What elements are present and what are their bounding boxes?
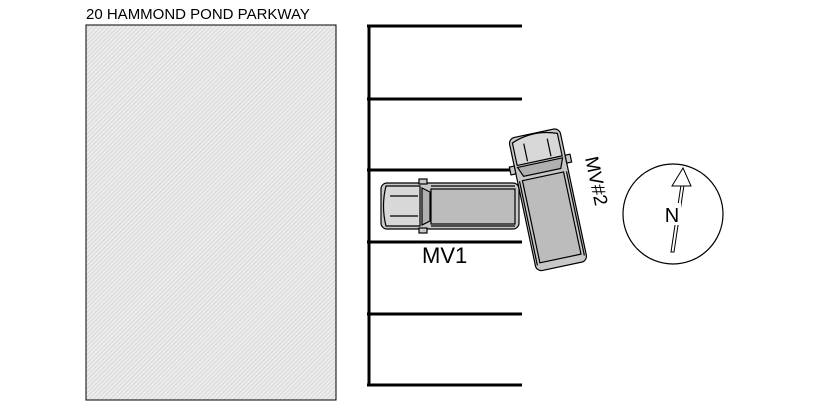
vehicle-mv1 xyxy=(380,178,520,234)
parking-lines xyxy=(367,24,522,387)
building-address-label: 20 HAMMOND POND PARKWAY xyxy=(86,6,310,23)
compass: N xyxy=(622,163,724,265)
vehicle-mv1-label: MV1 xyxy=(422,243,467,268)
vehicle-mv2 xyxy=(508,128,588,272)
building xyxy=(85,24,337,401)
vehicle-mv2-label: MV#2 xyxy=(580,155,611,208)
compass-label: N xyxy=(665,205,679,227)
